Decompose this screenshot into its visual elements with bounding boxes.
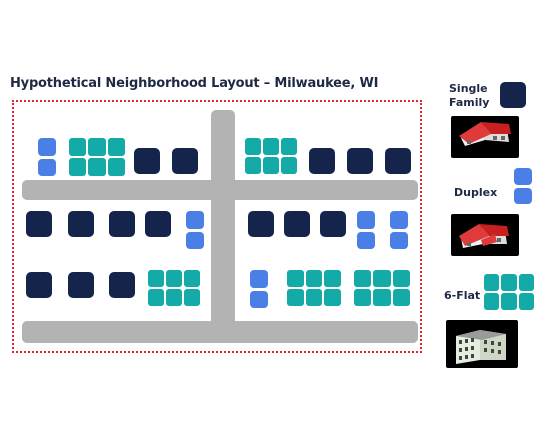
road-vertical (211, 110, 235, 335)
duplex-house-icon (451, 214, 519, 256)
legend-single-family-label: Single Family (449, 82, 490, 109)
page-title: Hypothetical Neighborhood Layout – Milwa… (10, 76, 379, 91)
legend-duplex-label: Duplex (454, 186, 498, 199)
six-flat-lot (354, 270, 410, 306)
single-family-house-icon (451, 116, 519, 158)
legend-six-flat-swatch (484, 274, 534, 310)
single-family-lot (309, 148, 335, 174)
legend-duplex-swatch (514, 168, 532, 204)
single-family-lot (109, 272, 135, 298)
single-family-lot (172, 148, 198, 174)
single-family-lot (68, 211, 94, 237)
single-family-lot (347, 148, 373, 174)
duplex-lot (186, 211, 204, 249)
single-family-lot (385, 148, 411, 174)
single-family-lot (134, 148, 160, 174)
single-family-lot (145, 211, 171, 237)
six-flat-lot (245, 138, 297, 174)
six-flat-lot (148, 270, 200, 306)
six-flat-lot (287, 270, 341, 306)
six-flat-building-icon (446, 320, 518, 368)
six-flat-lot (69, 138, 125, 176)
single-family-lot (26, 211, 52, 237)
duplex-lot (390, 211, 408, 249)
single-family-lot (26, 272, 52, 298)
single-family-lot (248, 211, 274, 237)
duplex-lot (38, 138, 56, 176)
duplex-lot (357, 211, 375, 249)
single-family-lot (284, 211, 310, 237)
neighborhood-boundary (12, 100, 422, 353)
single-family-lot (68, 272, 94, 298)
legend-single-family-swatch (500, 82, 526, 108)
legend-six-flat-label: 6-Flat (444, 289, 481, 302)
single-family-lot (109, 211, 135, 237)
single-family-lot (320, 211, 346, 237)
duplex-lot (250, 270, 268, 308)
